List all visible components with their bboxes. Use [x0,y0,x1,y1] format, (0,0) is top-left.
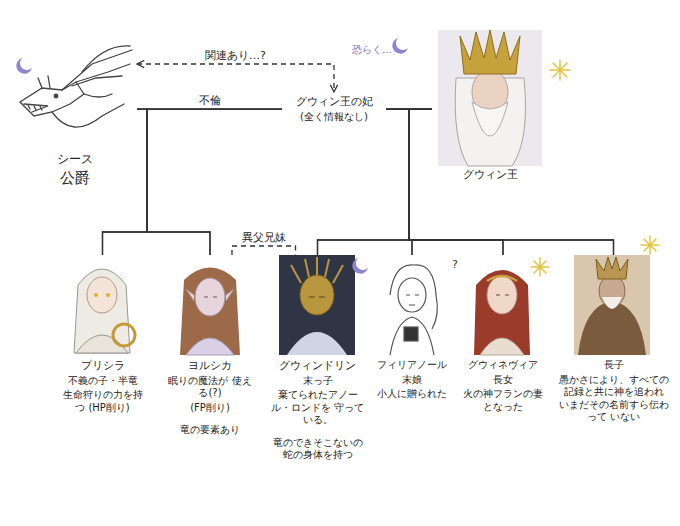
node-note: 竜のできそこないの 蛇の身体を持つ [268,437,367,462]
node-note: 長女 [463,374,543,387]
person-node: フィリアノール末娘小人に贈られた [372,255,452,404]
node-title: グウィン王 [435,168,545,182]
node-note: 小人に贈られた [375,388,449,401]
family-line [386,109,412,255]
family-line [409,109,614,255]
family-line [386,109,614,255]
decorations [16,38,659,276]
node-note: 末っ子 [268,375,367,388]
node-note: 竜の要素あり [168,424,252,437]
gwynevere-portrait [474,270,530,355]
node-note: 火の神フランの妻 となった [463,388,543,413]
person-node: グウィンドリン末っ子棄てられたアノール・ロンドを 守っている。竜のできそこないの… [265,255,370,465]
priscilla-portrait [74,269,135,353]
king-portrait [438,30,542,166]
node-note: 公爵 [15,169,134,188]
filianore-sketch [390,265,437,355]
line-label: 不倫 [197,94,223,107]
person-node: 長子愚かさにより、すべての 記録と共に神を追われ いまだその名前すら伝わって い… [555,255,672,427]
family-line [409,109,432,255]
note-label: 恐らく… [352,44,392,56]
node-title: フィリアノール [375,359,449,372]
person-node: プリシラ不義の子・半竜生命狩りの力を持つ (HP削り) [55,255,150,417]
node-title: グウィネヴィア [463,359,543,372]
firstborn-portrait [574,255,650,355]
node-title: ヨルシカ [168,359,252,373]
node-title: グウィンドリン [268,359,367,373]
person-node: グウィン王の妃 (全く情報なし) [282,92,386,126]
family-line [409,109,503,255]
line-label: 関連あり…? [203,49,268,62]
family-line [232,246,296,255]
line-label: 異父兄妹 [240,231,288,244]
person-node: シース公爵 [12,42,137,191]
note-label: ? [452,258,458,271]
node-title: シース [15,152,134,167]
node-note: 棄てられたアノール・ロンドを 守っている。 [268,389,367,427]
yorshka-portrait [180,268,240,356]
gwyndolin-portrait [279,255,355,355]
node-title: 長子 [558,359,669,372]
node-note: 眠りの魔法が 使える(?) [168,375,252,400]
node-note: 生命狩りの力を持つ (HP削り) [58,389,147,414]
family-line [137,109,210,255]
node-note: (FP削り) [168,402,252,415]
node-note: (全く情報なし) [285,111,383,124]
family-line [318,109,433,255]
node-note: 不義の子・半竜 [58,375,147,388]
family-line [103,109,148,255]
person-node: グウィネヴィア長女火の神フランの妻 となった [460,255,546,416]
dragon-sketch [20,46,132,127]
person-node: グウィン王 [432,28,548,185]
family-line [137,64,334,92]
node-note: 愚かさにより、すべての 記録と共に神を追われ いまだその名前すら伝わって いない [558,374,669,424]
person-node: ヨルシカ眠りの魔法が 使える(?) (FP削り) 竜の要素あり [165,255,255,440]
node-title: プリシラ [58,359,147,373]
family-line [318,109,410,255]
node-note: 末娘 [375,374,449,387]
node-title: グウィン王の妃 [285,95,383,109]
family-line [386,109,503,255]
